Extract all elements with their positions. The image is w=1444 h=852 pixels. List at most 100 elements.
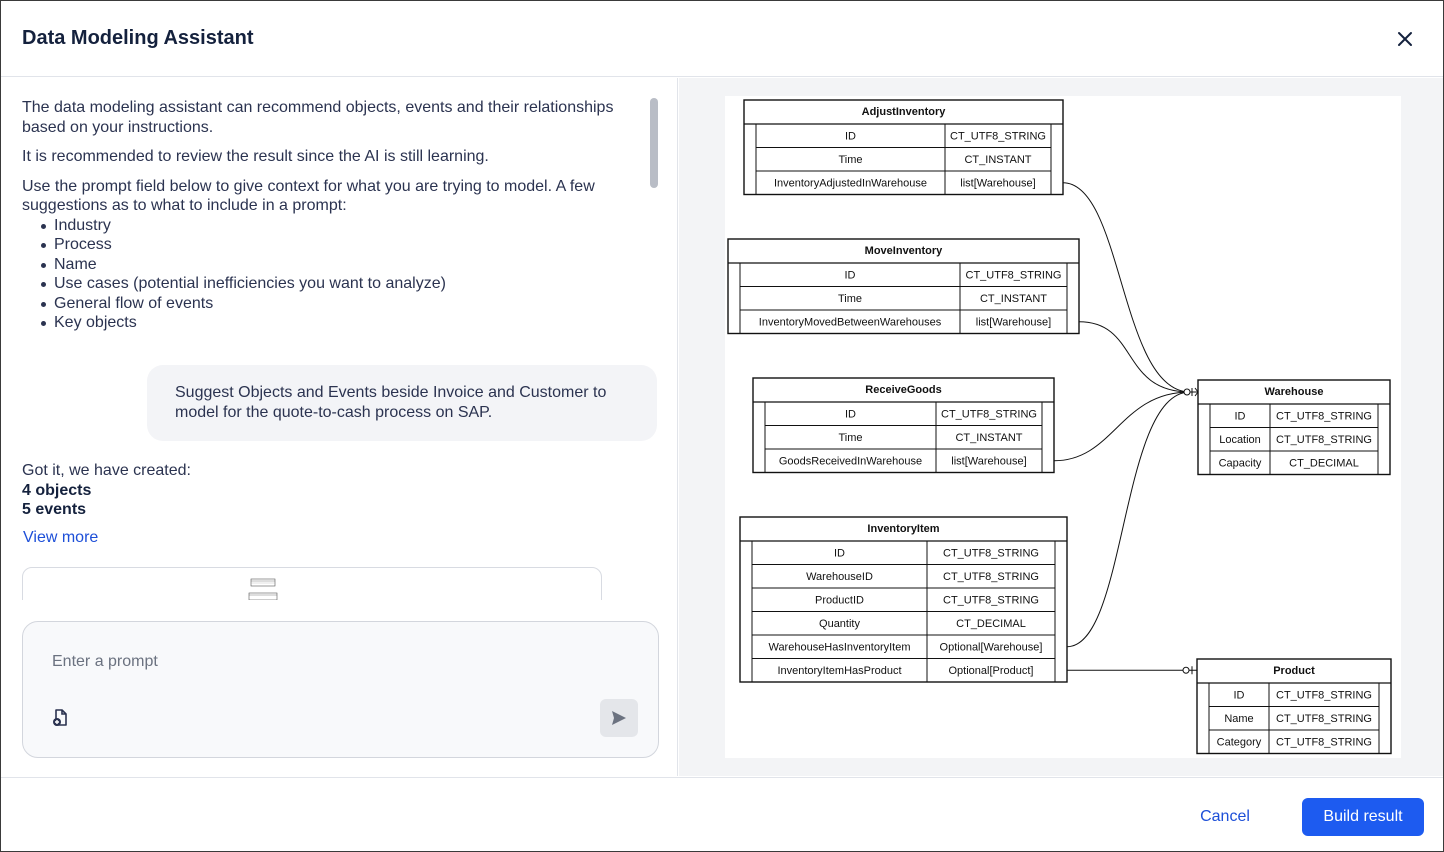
field-name: Time bbox=[838, 154, 862, 166]
field-name: WarehouseHasInventoryItem bbox=[768, 642, 910, 654]
intro-paragraph-1: The data modeling assistant can recommen… bbox=[22, 99, 614, 136]
field-name: GoodsReceivedInWarehouse bbox=[779, 456, 922, 468]
entity-title: Warehouse bbox=[1265, 386, 1324, 398]
reply-events-count: 5 events bbox=[22, 501, 87, 518]
field-type: CT_UTF8_STRING bbox=[1276, 434, 1372, 446]
intro-paragraph-2: It is recommended to review the result s… bbox=[22, 148, 489, 165]
field-name: Time bbox=[838, 293, 862, 305]
field-type: Optional[Warehouse] bbox=[940, 642, 1043, 654]
relationship-endpoint bbox=[1190, 387, 1199, 397]
reply-intro: Got it, we have created: bbox=[22, 462, 191, 479]
entity-title: Product bbox=[1273, 665, 1315, 677]
field-type: list[Warehouse] bbox=[976, 317, 1051, 329]
prompt-box bbox=[22, 621, 659, 758]
field-name: ID bbox=[1234, 690, 1245, 702]
entity-title: AdjustInventory bbox=[862, 106, 947, 118]
field-type: CT_INSTANT bbox=[955, 432, 1022, 444]
field-type: CT_UTF8_STRING bbox=[943, 595, 1039, 607]
field-type: CT_UTF8_STRING bbox=[1276, 411, 1372, 423]
diagram-preview-card[interactable] bbox=[22, 567, 602, 600]
field-name: WarehouseID bbox=[806, 571, 873, 583]
field-name: InventoryItemHasProduct bbox=[777, 665, 901, 677]
build-result-button[interactable]: Build result bbox=[1302, 798, 1424, 836]
dialog-header: Data Modeling Assistant bbox=[1, 1, 1443, 77]
send-button[interactable] bbox=[600, 699, 638, 737]
field-name: Name bbox=[1224, 713, 1253, 725]
field-type: CT_UTF8_STRING bbox=[941, 409, 1037, 421]
attach-file-icon bbox=[53, 709, 67, 726]
entity-title: InventoryItem bbox=[867, 523, 939, 535]
field-type: list[Warehouse] bbox=[960, 178, 1035, 190]
field-type: CT_UTF8_STRING bbox=[950, 131, 1046, 143]
field-type: CT_UTF8_STRING bbox=[1276, 737, 1372, 749]
diagram-thumbnail bbox=[248, 578, 278, 600]
field-type: Optional[Product] bbox=[949, 665, 1034, 677]
suggestion-item: Use cases (potential inefficiencies you … bbox=[41, 274, 648, 294]
prompt-input[interactable] bbox=[52, 650, 612, 674]
cancel-button[interactable]: Cancel bbox=[1187, 798, 1263, 836]
field-type: list[Warehouse] bbox=[951, 456, 1026, 468]
dialog-footer: Cancel Build result bbox=[1, 777, 1443, 851]
field-type: CT_UTF8_STRING bbox=[1276, 713, 1372, 725]
field-name: ID bbox=[845, 409, 856, 421]
field-name: ProductID bbox=[815, 595, 864, 607]
chat-history[interactable]: The data modeling assistant can recommen… bbox=[1, 78, 661, 600]
field-name: ID bbox=[1235, 411, 1246, 423]
field-type: CT_UTF8_STRING bbox=[1276, 690, 1372, 702]
user-message-bubble: Suggest Objects and Events beside Invoic… bbox=[147, 365, 657, 441]
field-name: Location bbox=[1219, 434, 1261, 446]
relationship-line bbox=[1053, 391, 1191, 462]
assistant-panel: The data modeling assistant can recommen… bbox=[1, 78, 678, 776]
scrollbar-thumb[interactable] bbox=[650, 98, 658, 188]
field-type: CT_UTF8_STRING bbox=[943, 548, 1039, 560]
relationship-line bbox=[1066, 391, 1191, 648]
field-name: Category bbox=[1217, 737, 1262, 749]
chat-scrollbar[interactable] bbox=[649, 96, 659, 600]
reply-objects-count: 4 objects bbox=[22, 481, 92, 499]
assistant-reply: Got it, we have created: 4 objects 5 eve… bbox=[22, 461, 191, 520]
field-type: CT_DECIMAL bbox=[956, 618, 1026, 630]
field-type: CT_DECIMAL bbox=[1289, 458, 1359, 470]
suggestion-list: Industry Process Name Use cases (potenti… bbox=[22, 216, 648, 333]
suggestion-item: Name bbox=[41, 255, 648, 275]
field-type: CT_INSTANT bbox=[964, 154, 1031, 166]
attach-file-button[interactable] bbox=[51, 708, 73, 730]
intro-text: The data modeling assistant can recommen… bbox=[22, 98, 648, 333]
field-name: ID bbox=[845, 131, 856, 143]
view-more-link[interactable]: View more bbox=[23, 529, 99, 546]
suggestion-item: Industry bbox=[41, 216, 648, 236]
dialog-title: Data Modeling Assistant bbox=[22, 27, 254, 49]
relationship-line bbox=[1078, 321, 1191, 393]
field-name: Time bbox=[838, 432, 862, 444]
send-icon bbox=[612, 711, 626, 725]
field-name: InventoryAdjustedInWarehouse bbox=[774, 178, 927, 190]
intro-paragraph-3: Use the prompt field below to give conte… bbox=[22, 177, 595, 215]
relationship-endpoint bbox=[1183, 388, 1191, 396]
suggestion-item: Key objects bbox=[41, 313, 648, 333]
field-name: Capacity bbox=[1219, 458, 1262, 470]
suggestion-item: General flow of events bbox=[41, 294, 648, 314]
entity-table-warehouse[interactable]: WarehouseID CT_UTF8_STRING Location CT_UTF8… bbox=[1197, 379, 1391, 476]
entity-title: MoveInventory bbox=[865, 245, 944, 257]
field-type: CT_INSTANT bbox=[980, 293, 1047, 305]
suggestion-item: Process bbox=[41, 235, 648, 255]
entity-title: ReceiveGoods bbox=[865, 384, 941, 396]
field-name: ID bbox=[834, 548, 845, 560]
close-button[interactable] bbox=[1391, 25, 1419, 53]
relationship-endpoint bbox=[1182, 666, 1190, 674]
field-name: InventoryMovedBetweenWarehouses bbox=[759, 317, 942, 329]
relationship-line bbox=[1062, 182, 1191, 393]
field-name: ID bbox=[845, 270, 856, 282]
field-type: CT_UTF8_STRING bbox=[966, 270, 1062, 282]
close-icon bbox=[1398, 32, 1412, 46]
field-name: Quantity bbox=[819, 618, 860, 630]
